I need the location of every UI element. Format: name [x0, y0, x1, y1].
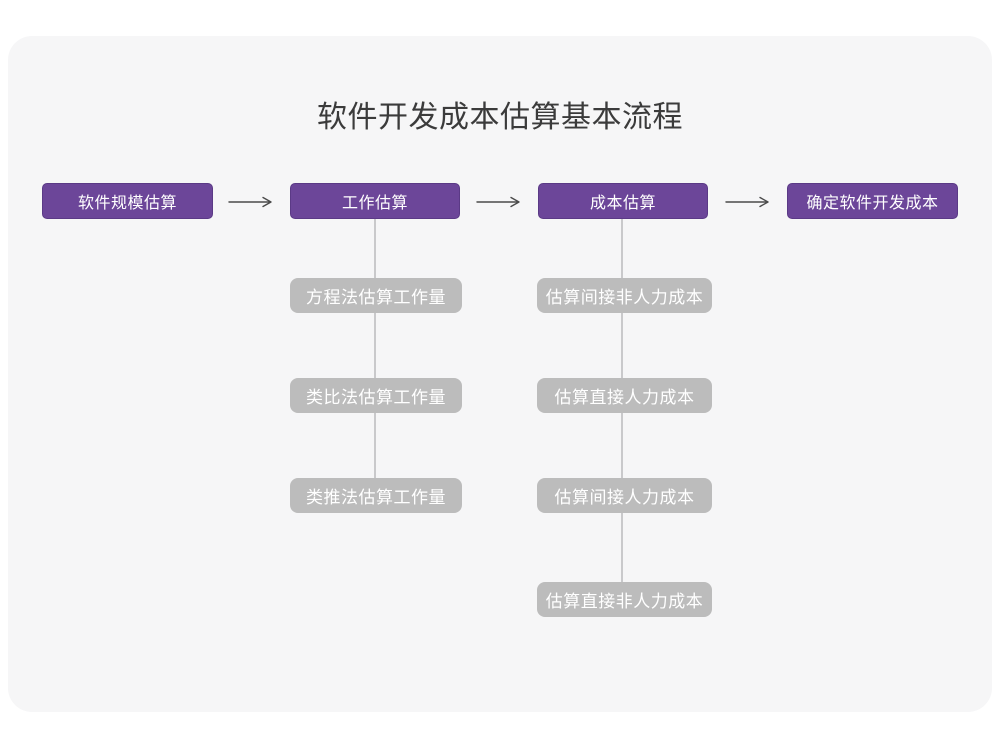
work-method-extrapolation: 类推法估算工作量 [290, 478, 462, 513]
arrow-right-icon [228, 195, 274, 213]
sub-step-label: 方程法估算工作量 [306, 288, 446, 307]
arrow-right-icon [725, 195, 771, 213]
work-method-equation: 方程法估算工作量 [290, 278, 462, 313]
main-step-cost-estimation: 成本估算 [538, 183, 708, 219]
cost-item-direct-labor: 估算直接人力成本 [537, 378, 712, 413]
main-step-label: 软件规模估算 [77, 195, 177, 212]
work-method-analogy: 类比法估算工作量 [290, 378, 462, 413]
diagram-card: 软件开发成本估算基本流程 软件规模估算 工作估算 成本估算 确定软件开发成本 [8, 36, 992, 712]
sub-step-label: 类比法估算工作量 [306, 388, 446, 407]
main-step-work-estimation: 工作估算 [290, 183, 460, 219]
cost-item-indirect-nonlabor: 估算间接非人力成本 [537, 278, 712, 313]
main-step-label: 确定软件开发成本 [806, 195, 939, 212]
main-step-software-scale-estimation: 软件规模估算 [42, 183, 213, 219]
cost-item-indirect-labor: 估算间接人力成本 [537, 478, 712, 513]
sub-step-label: 估算间接非人力成本 [545, 288, 704, 307]
sub-step-label: 估算直接人力成本 [554, 388, 695, 407]
sub-step-label: 估算间接人力成本 [554, 488, 695, 507]
cost-item-direct-nonlabor: 估算直接非人力成本 [537, 582, 712, 617]
sub-step-label: 估算直接非人力成本 [545, 592, 704, 611]
diagram-title: 软件开发成本估算基本流程 [317, 101, 683, 134]
main-step-determine-dev-cost: 确定软件开发成本 [787, 183, 958, 219]
arrow-right-icon [476, 195, 522, 213]
connector-line-work-column [374, 218, 376, 497]
main-step-label: 成本估算 [589, 195, 656, 212]
main-step-label: 工作估算 [341, 195, 408, 212]
sub-step-label: 类推法估算工作量 [306, 488, 446, 507]
